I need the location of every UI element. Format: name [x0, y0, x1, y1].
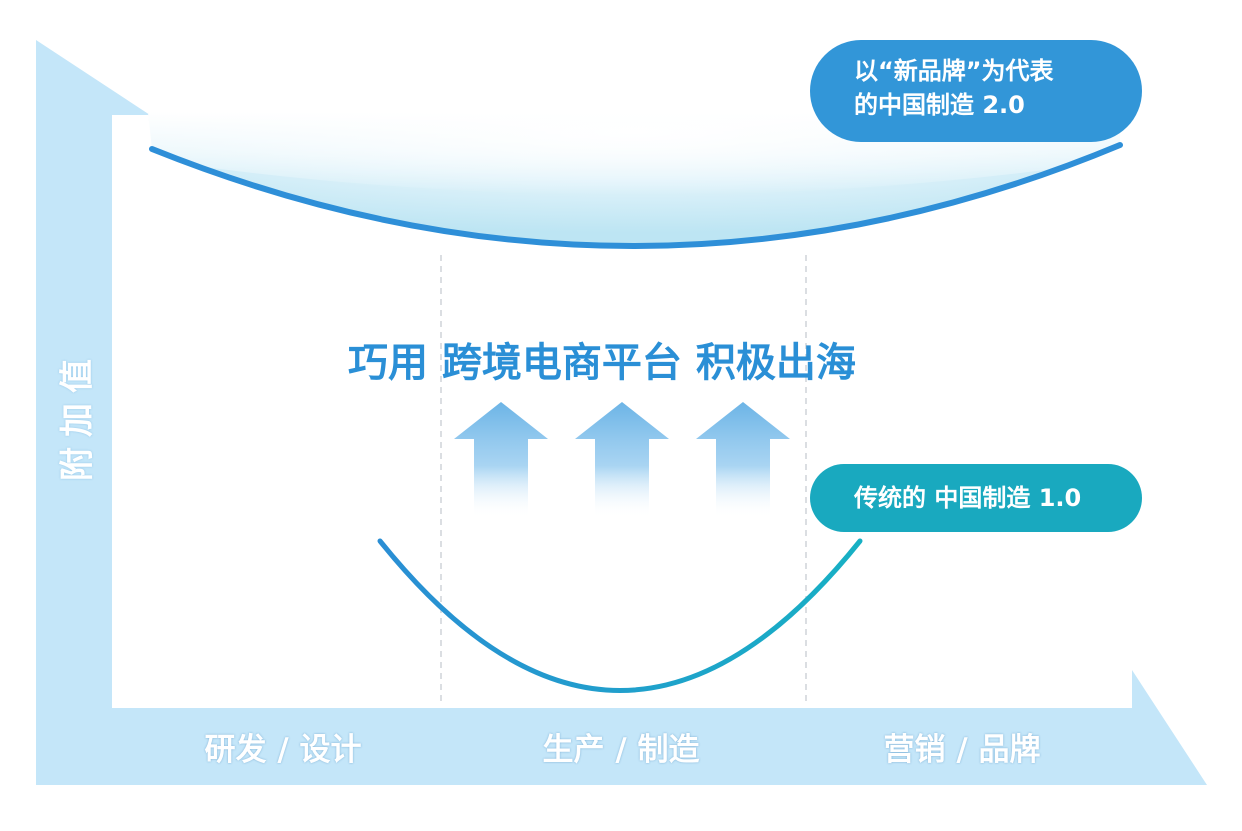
upper-curve-label-line-1: 以“新品牌”为代表 [854, 57, 1054, 85]
x-axis-label-rd-design: 研发 / 设计 [204, 732, 362, 768]
upper-curve-label: 以“新品牌”为代表 的中国制造 2.0 [810, 40, 1142, 142]
lower-curve [377, 538, 863, 693]
up-arrow-icon [696, 402, 790, 518]
x-axis-label-production: 生产 / 制造 [542, 732, 700, 768]
axis-band [36, 40, 1207, 785]
upper-curve [149, 142, 1123, 249]
up-arrow-icon [454, 402, 548, 518]
lower-curve-label: 传统的 中国制造 1.0 [810, 464, 1142, 532]
headline: 巧用 跨境电商平台 积极出海 [348, 340, 856, 386]
up-arrow-icon [575, 402, 669, 518]
x-axis-label-marketing-brand: 营销 / 品牌 [883, 732, 1041, 768]
y-axis-label: 附加值 [57, 349, 98, 481]
upper-curve-label-line-2: 的中国制造 2.0 [854, 91, 1025, 119]
